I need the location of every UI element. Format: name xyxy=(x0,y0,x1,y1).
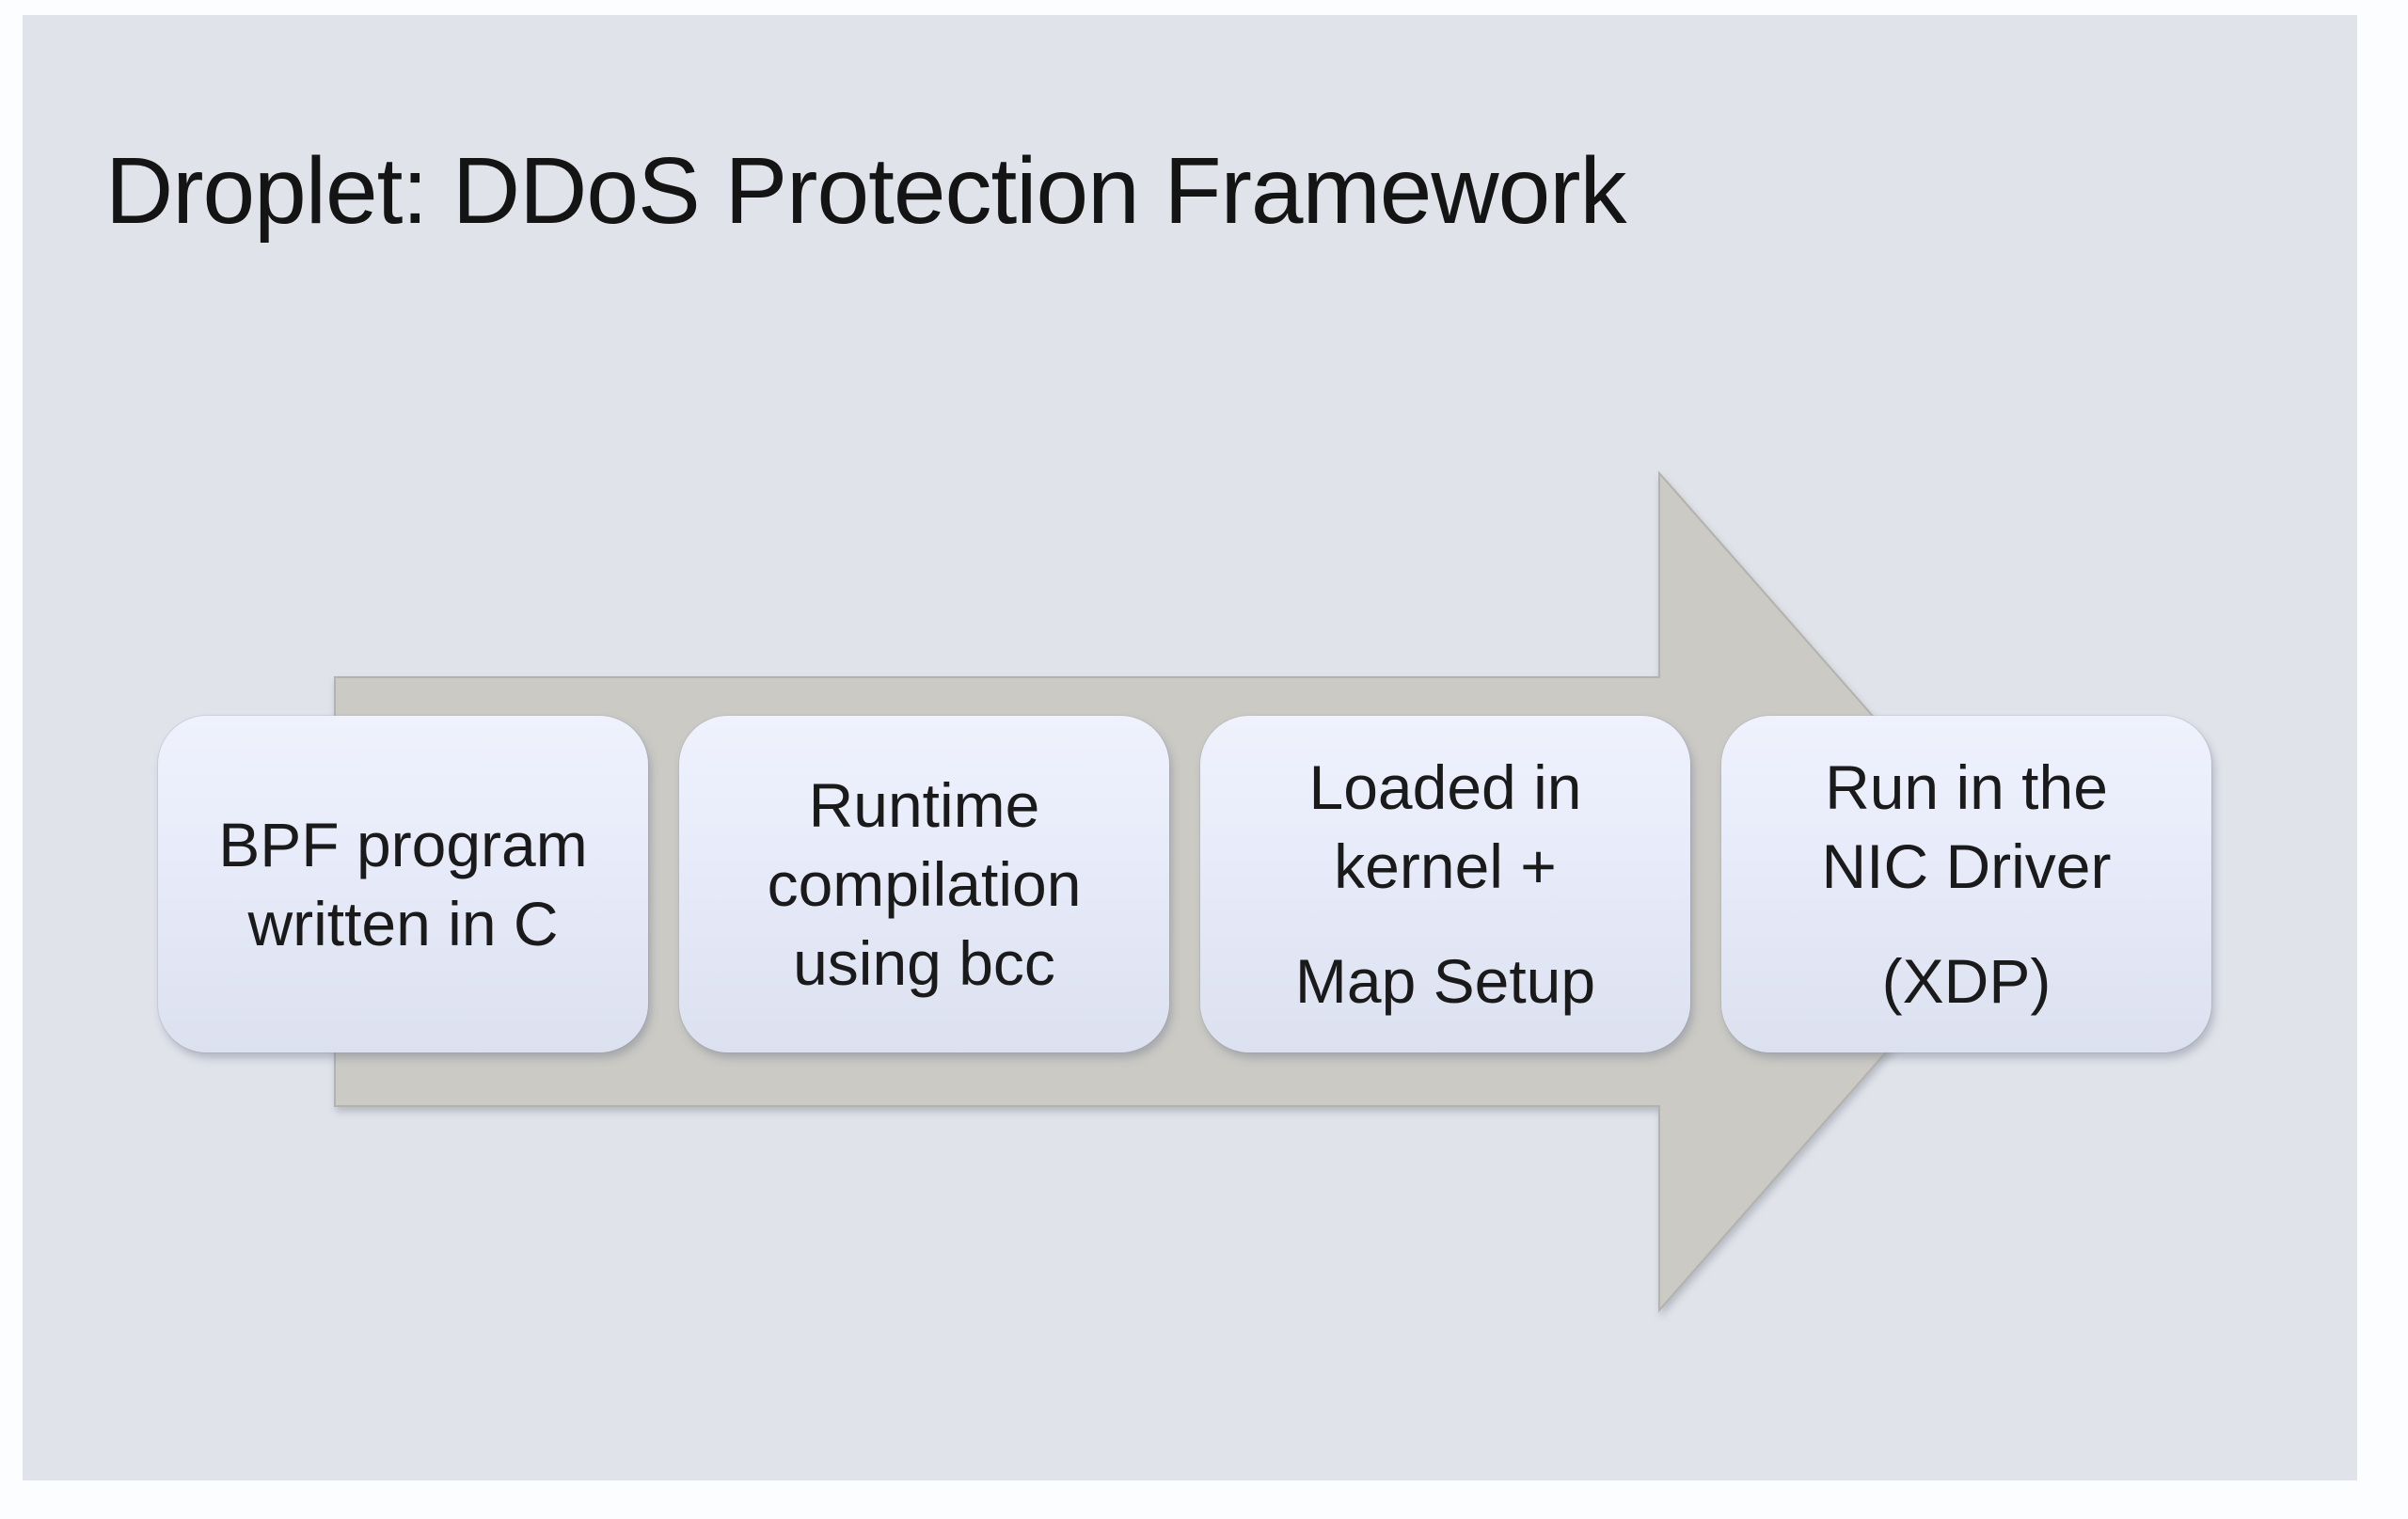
step-text-line: (XDP) xyxy=(1881,946,2052,1016)
step-text-line: Run in the xyxy=(1825,752,2108,822)
step-text: Runtime compilation using bcc xyxy=(768,766,1082,1003)
step-text-line: Runtime xyxy=(808,770,1040,840)
flow-step-1: BPF program written in C xyxy=(158,716,648,1052)
flow-step-3: Loaded in kernel + Map Setup xyxy=(1200,716,1690,1052)
step-text: Map Setup xyxy=(1295,941,1595,1021)
flow-steps: BPF program written in C Runtime compila… xyxy=(158,716,2211,1052)
step-text-line: written in C xyxy=(247,889,559,958)
step-text-line: compilation xyxy=(767,849,1082,919)
step-text-line: BPF program xyxy=(218,810,588,879)
flow-step-2: Runtime compilation using bcc xyxy=(679,716,1169,1052)
step-text-line: NIC Driver xyxy=(1821,831,2112,901)
slide: Droplet: DDoS Protection Framework BPF p… xyxy=(23,15,2357,1480)
step-text-line: Loaded in xyxy=(1308,752,1582,822)
slide-title: Droplet: DDoS Protection Framework xyxy=(105,138,1627,244)
flow-step-4: Run in the NIC Driver (XDP) xyxy=(1721,716,2211,1052)
step-text: Run in the NIC Driver xyxy=(1822,748,2112,906)
step-text: (XDP) xyxy=(1882,941,2052,1021)
step-text: BPF program written in C xyxy=(218,805,587,963)
step-text-line: using bcc xyxy=(793,928,1055,998)
step-text-line: Map Setup xyxy=(1294,946,1596,1016)
step-text-line: kernel + xyxy=(1334,831,1557,901)
step-text: Loaded in kernel + xyxy=(1309,748,1582,906)
